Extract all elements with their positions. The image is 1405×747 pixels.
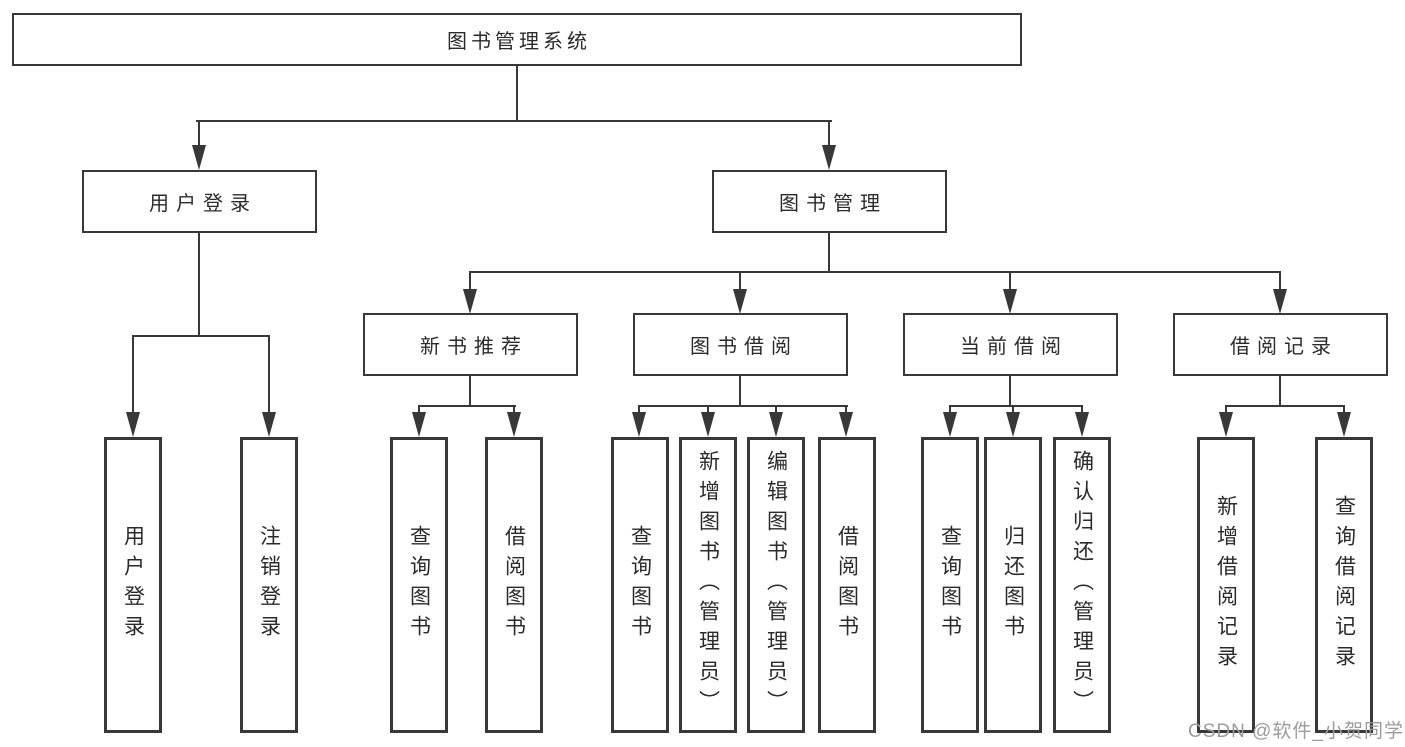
leaf-label: 查询图书	[407, 525, 431, 645]
leaf-label: 注销登录	[257, 525, 281, 645]
connector-drop	[707, 405, 709, 417]
connector-drop	[418, 405, 420, 417]
connector-user-login-stem	[198, 233, 200, 337]
node-new-book-recommend: 新书推荐	[363, 313, 578, 376]
arrow-down-icon	[507, 412, 521, 437]
connector-book-management-stem	[828, 233, 830, 273]
arrow-down-icon	[1337, 412, 1351, 437]
connector-drop	[1081, 405, 1083, 417]
leaf-label: 确认归还（管理员）	[1070, 450, 1094, 720]
arrow-down-icon	[1219, 412, 1233, 437]
leaf-edit-book-admin: 编辑图书（管理员）	[747, 437, 805, 733]
node-user-login: 用户登录	[82, 170, 317, 233]
arrow-down-icon	[733, 289, 747, 314]
arrow-down-icon	[126, 412, 140, 437]
arrow-down-icon	[701, 412, 715, 437]
arrow-down-icon	[769, 412, 783, 437]
connector-drop	[845, 405, 847, 417]
leaf-label: 查询图书	[628, 525, 652, 645]
leaf-label: 编辑图书（管理员）	[764, 450, 788, 720]
connector-new-book-stem	[469, 376, 471, 407]
leaf-query-books-borrow: 查询图书	[611, 437, 669, 733]
connector-new-book-bar	[418, 405, 516, 407]
leaf-borrow-books-recommend: 借阅图书	[485, 437, 543, 733]
arrow-down-icon	[192, 145, 206, 170]
arrow-down-icon	[412, 412, 426, 437]
connector-root-stem	[516, 64, 518, 122]
connector-book-borrow-stem	[739, 376, 741, 407]
connector-book-management-bar	[469, 271, 1281, 273]
leaf-label: 新增图书（管理员）	[696, 450, 720, 720]
arrow-down-icon	[943, 412, 957, 437]
connector-drop-user-login	[198, 120, 200, 148]
leaf-logout: 注销登录	[240, 437, 298, 733]
connector-drop-book-management	[828, 120, 830, 148]
leaf-query-books-recommend: 查询图书	[390, 437, 448, 733]
arrow-down-icon	[632, 412, 646, 437]
node-library-system: 图书管理系统	[12, 13, 1022, 66]
leaf-add-borrow-record: 新增借阅记录	[1197, 437, 1255, 733]
connector-drop-leaf-user-login	[132, 335, 134, 415]
node-book-borrow: 图书借阅	[633, 313, 848, 376]
node-borrow-records: 借阅记录	[1173, 313, 1388, 376]
leaf-query-borrow-record: 查询借阅记录	[1315, 437, 1373, 733]
node-book-management: 图书管理	[712, 170, 947, 233]
arrow-down-icon	[822, 145, 836, 170]
arrow-down-icon	[262, 412, 276, 437]
connector-user-login-bar	[132, 335, 270, 337]
connector-drop	[775, 405, 777, 417]
connector-drop-borrow-records	[1279, 271, 1281, 293]
arrow-down-icon	[1273, 289, 1287, 314]
leaf-label: 借阅图书	[502, 525, 526, 645]
arrow-down-icon	[463, 289, 477, 314]
leaf-label: 查询图书	[938, 525, 962, 645]
leaf-label: 新增借阅记录	[1214, 495, 1238, 675]
connector-drop-leaf-logout	[268, 335, 270, 415]
connector-borrow-records-stem	[1279, 376, 1281, 407]
connector-root-bar	[196, 120, 832, 122]
leaf-query-books-current: 查询图书	[921, 437, 979, 733]
arrow-down-icon	[1006, 412, 1020, 437]
leaf-borrow-books: 借阅图书	[818, 437, 876, 733]
connector-borrow-records-bar	[1225, 405, 1345, 407]
connector-drop	[1343, 405, 1345, 417]
connector-current-borrow-stem	[1009, 376, 1011, 407]
connector-drop	[638, 405, 640, 417]
leaf-user-login: 用户登录	[104, 437, 162, 733]
connector-drop	[1012, 405, 1014, 417]
connector-drop	[949, 405, 951, 417]
csdn-watermark: CSDN @软件_小贺同学	[1188, 721, 1404, 742]
leaf-confirm-return-admin: 确认归还（管理员）	[1053, 437, 1111, 733]
connector-drop-new-book	[469, 271, 471, 293]
connector-drop	[513, 405, 515, 417]
connector-drop	[1225, 405, 1227, 417]
connector-drop-book-borrow	[739, 271, 741, 293]
connector-book-borrow-bar	[638, 405, 848, 407]
arrow-down-icon	[839, 412, 853, 437]
leaf-label: 借阅图书	[835, 525, 859, 645]
node-current-borrow: 当前借阅	[903, 313, 1118, 376]
connector-drop-current-borrow	[1009, 271, 1011, 293]
leaf-label: 查询借阅记录	[1332, 495, 1356, 675]
arrow-down-icon	[1003, 289, 1017, 314]
arrow-down-icon	[1075, 412, 1089, 437]
leaf-label: 归还图书	[1001, 525, 1025, 645]
leaf-add-book-admin: 新增图书（管理员）	[679, 437, 737, 733]
connector-current-borrow-bar	[949, 405, 1083, 407]
leaf-return-books: 归还图书	[984, 437, 1042, 733]
leaf-label: 用户登录	[121, 525, 145, 645]
